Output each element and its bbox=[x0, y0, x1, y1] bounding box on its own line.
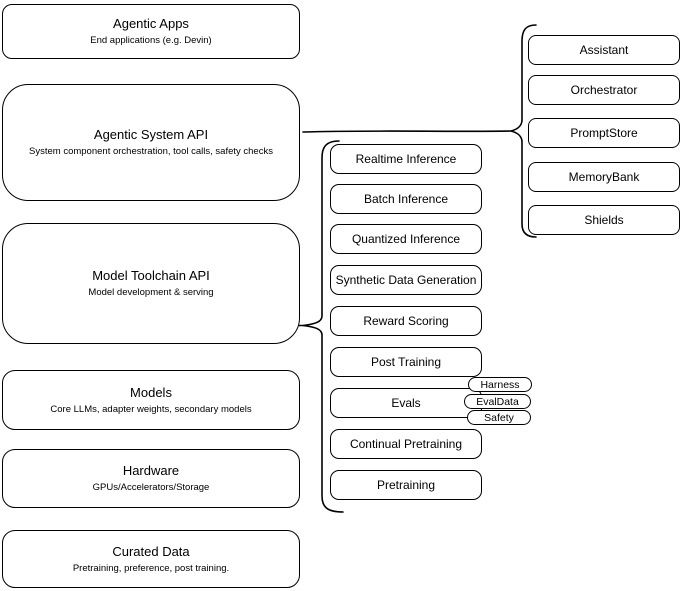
component-orchestrator: Orchestrator bbox=[528, 75, 680, 105]
node-subtitle: Model development & serving bbox=[88, 287, 214, 298]
node-title: Agentic System API bbox=[93, 127, 209, 142]
node-agentic-apps: Agentic Apps End applications (e.g. Devi… bbox=[2, 4, 300, 59]
component-shields: Shields bbox=[528, 205, 680, 235]
eval-tag-safety: Safety bbox=[467, 410, 531, 425]
node-model-toolchain-api: Model Toolchain API Model development & … bbox=[2, 223, 300, 344]
node-subtitle: End applications (e.g. Devin) bbox=[90, 35, 212, 46]
eval-tag-evaldata: EvalData bbox=[464, 394, 531, 409]
component-promptstore: PromptStore bbox=[528, 118, 680, 148]
node-subtitle: Pretraining, preference, post training. bbox=[72, 562, 230, 574]
toolchain-item-synthetic-data-generation: Synthetic Data Generation bbox=[330, 265, 482, 295]
node-agentic-system-api: Agentic System API System component orch… bbox=[2, 84, 300, 201]
node-hardware: Hardware GPUs/Accelerators/Storage bbox=[2, 449, 300, 508]
node-subtitle: System component orchestration, tool cal… bbox=[29, 146, 273, 157]
node-subtitle: GPUs/Accelerators/Storage bbox=[92, 482, 210, 493]
toolchain-item-batch-inference: Batch Inference bbox=[330, 184, 482, 214]
system-api-connector bbox=[302, 130, 512, 133]
component-assistant: Assistant bbox=[528, 35, 680, 65]
node-title: Curated Data bbox=[112, 543, 190, 559]
node-title: Hardware bbox=[122, 463, 180, 478]
toolchain-item-pretraining: Pretraining bbox=[330, 470, 482, 500]
node-title: Model Toolchain API bbox=[92, 268, 210, 283]
toolchain-item-continual-pretraining: Continual Pretraining bbox=[330, 429, 482, 459]
node-title: Models bbox=[130, 384, 172, 400]
toolchain-item-reward-scoring: Reward Scoring bbox=[330, 306, 482, 336]
node-models: Models Core LLMs, adapter weights, secon… bbox=[2, 370, 300, 430]
toolchain-item-post-training: Post Training bbox=[330, 347, 482, 377]
node-curated-data: Curated Data Pretraining, preference, po… bbox=[2, 530, 300, 588]
toolchain-item-realtime-inference: Realtime Inference bbox=[330, 144, 482, 174]
component-memorybank: MemoryBank bbox=[528, 162, 680, 192]
eval-tag-harness: Harness bbox=[468, 377, 532, 392]
node-subtitle: Core LLMs, adapter weights, secondary mo… bbox=[50, 403, 252, 415]
node-title: Agentic Apps bbox=[113, 16, 189, 31]
toolchain-item-evals: Evals bbox=[330, 388, 482, 418]
toolchain-item-quantized-inference: Quantized Inference bbox=[330, 224, 482, 254]
